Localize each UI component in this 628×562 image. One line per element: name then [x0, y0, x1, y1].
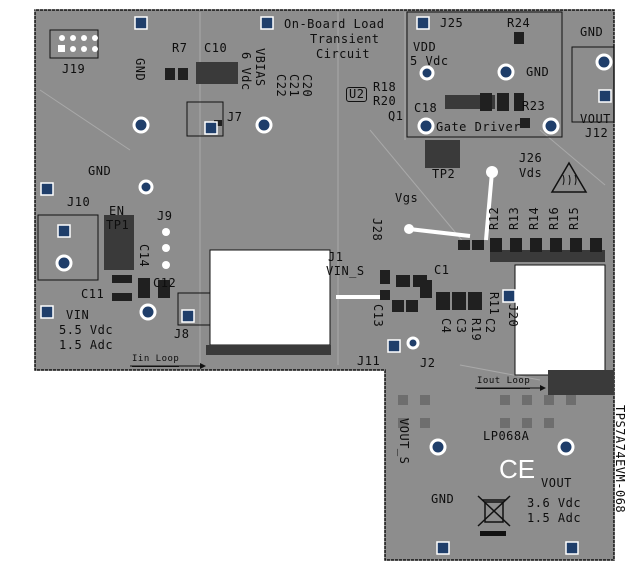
r24-label: R24 — [507, 16, 531, 30]
section-onboard-load-3: Circuit — [316, 47, 371, 61]
c22-label: C22 — [274, 74, 288, 98]
c11-label: C11 — [81, 287, 105, 301]
j9-label: J9 — [157, 209, 173, 223]
weee-icon — [477, 495, 511, 527]
r14-label: R14 — [527, 206, 541, 230]
j2-label: J2 — [420, 356, 436, 370]
j19-pins — [58, 35, 98, 52]
c14-label: C14 — [137, 244, 151, 268]
c1-label: C1 — [434, 263, 450, 277]
gate-driver-label: Gate Driver — [436, 120, 521, 134]
iin-loop-label: Iin Loop — [132, 353, 180, 367]
vout-s-label: VOUT_S — [397, 418, 411, 465]
r16-label: R16 — [547, 206, 561, 230]
weee-bar — [480, 531, 506, 536]
ce-mark: CE — [499, 454, 535, 484]
gnd-bottom: GND — [431, 492, 455, 506]
j28-label: J28 — [370, 218, 384, 242]
via-field — [398, 395, 576, 428]
j12-outline — [571, 46, 615, 123]
tp2-label: TP2 — [432, 167, 456, 181]
vout-j12-label: VOUT — [580, 112, 611, 126]
smd-parts — [112, 32, 530, 312]
vin-s-label: VIN_S — [326, 264, 365, 278]
left-cutout — [209, 249, 331, 346]
j25-label: J25 — [440, 16, 464, 30]
r7-label: R7 — [172, 41, 188, 55]
j7-outline — [186, 101, 224, 137]
u2-label: U2 — [346, 87, 368, 102]
vbias-value: 6 Vdc — [239, 52, 253, 91]
c18-label: C18 — [414, 101, 438, 115]
r23-label: R23 — [522, 99, 546, 113]
right-cutout — [514, 264, 606, 376]
vout-current: 1.5 Adc — [527, 511, 582, 525]
c12-label: C12 — [153, 276, 177, 290]
vgs-label: Vgs — [395, 191, 419, 205]
r11-label: R11 — [487, 292, 501, 316]
r18-label: R18 — [373, 80, 397, 94]
gnd-mid-left: GND — [88, 164, 112, 178]
j8-label: J8 — [174, 327, 190, 341]
gnd-j12: GND — [580, 25, 604, 39]
r13-label: R13 — [507, 206, 521, 230]
section-onboard-load-2: Transient — [310, 32, 380, 46]
r19-label: R19 — [469, 318, 483, 342]
resistor-row — [490, 238, 602, 252]
vin-voltage: 5.5 Vdc — [59, 323, 114, 337]
iin-loop-arrowhead — [200, 363, 206, 369]
j19-outline — [49, 29, 99, 59]
en-label: EN — [109, 204, 125, 218]
j8-outline — [177, 292, 211, 326]
j12-label: J12 — [585, 126, 609, 140]
white-traces — [336, 171, 494, 299]
tp1-label: TP1 — [106, 218, 130, 232]
iout-loop-label: Iout Loop — [477, 375, 531, 389]
vds-label: Vds — [519, 166, 543, 180]
gate-driver-box — [406, 11, 563, 138]
j26-label: J26 — [519, 151, 543, 165]
hot-surface-icon — [550, 161, 588, 193]
vout-voltage: 3.6 Vdc — [527, 496, 582, 510]
vin-label: VIN — [66, 308, 90, 322]
c10-label: C10 — [204, 41, 228, 55]
r20-label: R20 — [373, 94, 397, 108]
test-points — [162, 166, 498, 269]
c4-label: C4 — [439, 318, 453, 334]
c21-label: C21 — [287, 74, 301, 98]
lp068a-label: LP068A — [483, 429, 530, 443]
j19-label: J19 — [62, 62, 86, 76]
j1-label: J1 — [328, 250, 344, 264]
vout-label: VOUT — [541, 476, 572, 490]
c20-label: C20 — [300, 74, 314, 98]
j20-label: J20 — [506, 304, 520, 328]
gnd-left-vertical: GND — [133, 58, 147, 82]
iout-loop-arrowhead — [540, 385, 546, 391]
vdd-label: VDD — [413, 40, 437, 54]
vbias-label: VBIAS — [253, 48, 267, 87]
j10-outline — [37, 214, 99, 281]
gnd-gate-driver: GND — [526, 65, 550, 79]
j11-label: J11 — [357, 354, 381, 368]
q1-label: Q1 — [388, 109, 404, 123]
round-pads — [55, 53, 613, 456]
vdd-value: 5 Vdc — [410, 54, 449, 68]
j7-label: J7 — [227, 110, 243, 124]
r12-label: R12 — [487, 206, 501, 230]
vin-current: 1.5 Adc — [59, 338, 114, 352]
j10-label: J10 — [67, 195, 91, 209]
section-onboard-load-1: On-Board Load — [284, 17, 385, 31]
c3-label: C3 — [454, 318, 468, 334]
square-pads — [40, 16, 612, 555]
c13-label: C13 — [371, 304, 385, 328]
r15-label: R15 — [567, 206, 581, 230]
board-name: TPS7A74EVM-068 — [613, 405, 627, 514]
grey-pads — [104, 62, 614, 395]
c2-label: C2 — [483, 318, 497, 334]
